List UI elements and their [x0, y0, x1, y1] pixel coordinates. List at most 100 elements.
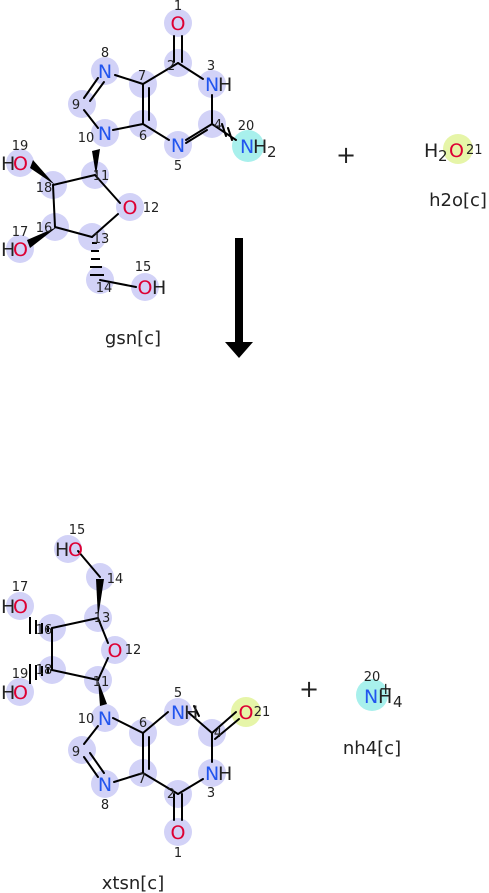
gsn-num-11: 11	[93, 169, 110, 184]
halo-xtsn-1	[164, 818, 192, 846]
xtsn-atom-o12: O	[108, 640, 123, 662]
halo-gsn-17	[6, 235, 34, 263]
xtsn-atom-h15: H	[55, 539, 69, 561]
xtsn-atom-n10: N	[98, 708, 112, 730]
h2o-num-21: 21	[466, 143, 483, 158]
xtsn-num-10: 10	[78, 712, 95, 727]
nh4-charge: +	[379, 679, 392, 698]
gsn-atom-h15: H	[152, 277, 166, 299]
gsn-num-5: 5	[174, 159, 182, 174]
xtsn-num-5: 5	[174, 686, 182, 701]
gsn-num-20: 20	[238, 119, 255, 134]
xtsn-atom-numbers: 15 14 13 12 11 16 18 17 19 10 9 8 6 5 4 …	[12, 523, 271, 861]
halo-gsn-15	[131, 273, 159, 301]
gsn-num-9: 9	[72, 98, 80, 113]
gsn-atom-h3: H	[218, 74, 232, 96]
xtsn-atom-o19: O	[13, 682, 28, 704]
reaction-arrow	[225, 238, 253, 358]
compound-label-xtsn: xtsn[c]	[102, 873, 164, 893]
nh4-atom-n: N	[364, 686, 378, 708]
compound-label-nh4: nh4[c]	[343, 738, 401, 759]
halo-nh4-20	[356, 679, 388, 711]
plus-sign-products: +	[299, 675, 319, 703]
gsn-num-13: 13	[93, 232, 110, 247]
xtsn-atom-o17: O	[13, 596, 28, 618]
halo-xtsn-19	[6, 678, 34, 706]
xtsn-num-7: 7	[138, 772, 146, 787]
h2o-atom-o: O	[449, 140, 464, 162]
gsn-atom-n8: N	[98, 61, 112, 83]
gsn-num-17: 17	[12, 225, 29, 240]
gsn-num-10: 10	[78, 131, 95, 146]
h2o-structure: H 2 O 21	[424, 140, 483, 165]
gsn-atom-h17: H	[1, 239, 15, 261]
xtsn-atom-h19: H	[1, 682, 15, 704]
xtsn-num-1: 1	[174, 846, 182, 861]
xtsn-num-19: 19	[12, 667, 29, 682]
gsn-atom-o19: O	[13, 153, 28, 175]
xtsn-num-16: 16	[36, 623, 53, 638]
gsn-atom-n3: N	[205, 74, 219, 96]
halo-xtsn-17	[6, 592, 34, 620]
plus-sign-reactants: +	[336, 141, 356, 169]
gsn-structure: O N H N N N O O H H O H O N H 2	[1, 13, 277, 299]
h2o-atom-h-subscript: 2	[438, 147, 448, 165]
halo-gsn-1	[164, 9, 192, 37]
xtsn-atom-n3: N	[205, 763, 219, 785]
xtsn-num-12: 12	[125, 643, 142, 658]
xtsn-atom-h17: H	[1, 596, 15, 618]
gsn-num-7: 7	[138, 69, 146, 84]
halo-xtsn-9	[68, 736, 96, 764]
xtsn-atom-h3: H	[218, 763, 232, 785]
xtsn-num-4: 4	[214, 726, 222, 741]
halo-gsn-9	[68, 90, 96, 118]
gsn-bonds	[52, 35, 237, 288]
halo-gsn-5	[164, 131, 192, 159]
xtsn-num-8: 8	[101, 798, 109, 813]
gsn-num-19: 19	[12, 139, 29, 154]
gsn-num-1: 1	[174, 0, 182, 14]
gsn-num-8: 8	[101, 46, 109, 61]
xtsn-num-14: 14	[107, 572, 124, 587]
xtsn-num-6: 6	[139, 716, 147, 731]
gsn-stereo-bonds	[27, 149, 104, 276]
xtsn-num-17: 17	[12, 580, 29, 595]
compound-label-h2o: h2o[c]	[429, 190, 487, 211]
halo-gsn-19	[6, 149, 34, 177]
gsn-num-15: 15	[135, 260, 152, 275]
halo-gsn-12	[116, 193, 144, 221]
gsn-num-14: 14	[96, 281, 113, 296]
halo-gsn-3	[198, 70, 226, 98]
gsn-num-2: 2	[167, 59, 175, 74]
xtsn-atom-o21: O	[239, 702, 254, 724]
nh4-structure: 20 N H 4 +	[364, 670, 403, 711]
gsn-num-12: 12	[143, 201, 160, 216]
xtsn-atom-halos	[6, 535, 226, 846]
gsn-atom-h20: H	[253, 136, 267, 158]
xtsn-num-3: 3	[207, 786, 215, 801]
xtsn-atom-o15: O	[68, 539, 83, 561]
h2o-atom-h: H	[424, 140, 438, 162]
gsn-atom-o1: O	[171, 13, 186, 35]
nh4-atom-h-subscript: 4	[393, 693, 403, 711]
xtsn-atom-o1: O	[171, 822, 186, 844]
nh4-num-20: 20	[364, 670, 381, 685]
nh4-atom-h: H	[378, 686, 392, 708]
halo-xtsn-5	[164, 698, 192, 726]
gsn-atom-n20: N	[240, 136, 254, 158]
xtsn-atom-n7: N	[98, 774, 112, 796]
gsn-atom-n10: N	[98, 123, 112, 145]
gsn-num-16: 16	[36, 221, 53, 236]
gsn-atom-o15: O	[138, 277, 153, 299]
gsn-atom-numbers: 1 2 3 4 5 6 7 8 9 10 11 12 13 14 15 16 1…	[12, 0, 255, 296]
xtsn-num-2: 2	[167, 787, 175, 802]
xtsn-structure: H O O H O H O N N N H O N H O	[1, 539, 253, 844]
gsn-num-6: 6	[139, 129, 147, 144]
halo-gsn-10	[91, 119, 119, 147]
xtsn-num-15: 15	[69, 523, 86, 538]
halo-xtsn-3	[198, 759, 226, 787]
gsn-num-18: 18	[36, 181, 53, 196]
xtsn-num-9: 9	[72, 745, 80, 760]
gsn-atom-o12: O	[123, 197, 138, 219]
